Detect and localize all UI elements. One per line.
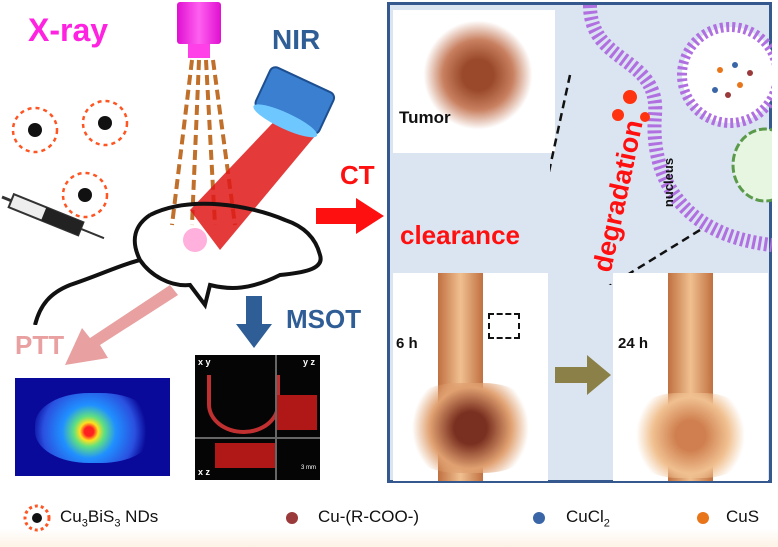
- msot-image: x y y z x z 3 mm: [195, 355, 320, 480]
- time-6h-label: 6 h: [396, 335, 418, 352]
- xray-source-icon: [177, 2, 221, 44]
- syringe-icon: [1, 192, 105, 240]
- nucleus-icon: [731, 127, 772, 203]
- msot-yz-label: y z: [303, 357, 316, 367]
- time-arrow-icon: [555, 355, 611, 395]
- msot-arrow-icon: [236, 296, 272, 348]
- legend-cucl2: CuCl2: [566, 507, 610, 530]
- ct-results-panel: Tumor nucleus degradation clearance 6 h …: [387, 2, 772, 483]
- tumor-label: Tumor: [399, 108, 451, 127]
- legend-dot-cus: [697, 512, 709, 524]
- ptt-arrow-icon: [65, 285, 178, 365]
- legend-cu-rcoo: Cu-(R-COO-): [318, 507, 420, 526]
- tumor-ct-image: Tumor: [393, 10, 555, 153]
- ct-6h-image: 6 h: [393, 273, 548, 481]
- nanoparticles-icon: [11, 99, 129, 219]
- msot-scale-label: 3 mm: [301, 465, 316, 471]
- msot-xz-label: x z: [198, 467, 211, 477]
- nir-laser-icon: [253, 66, 336, 138]
- ptt-thermal-image: [15, 378, 170, 476]
- nir-laser-beam: [190, 66, 336, 250]
- xray-source-nozzle: [188, 44, 210, 58]
- legend-dot-cu-rcoo: [286, 512, 298, 524]
- legend-cu3bis3: Cu3BiS3 NDs: [60, 507, 159, 530]
- nir-label: NIR: [272, 24, 321, 55]
- ct-24h-image: 24 h: [613, 273, 768, 481]
- msot-label: MSOT: [286, 304, 362, 334]
- legend: Cu3BiS3 NDs Cu-(R-COO-) CuCl2 CuS: [0, 487, 778, 547]
- xray-label: X-ray: [28, 12, 109, 48]
- legend-cus: CuS: [726, 507, 760, 526]
- time-24h-label: 24 h: [618, 335, 649, 352]
- nucleus-label: nucleus: [661, 157, 677, 208]
- ptt-label: PTT: [15, 330, 65, 360]
- mouse-and-syringe: [1, 192, 323, 325]
- clearance-label: clearance: [400, 220, 520, 250]
- tumor-spot: [183, 228, 207, 252]
- msot-xy-label: x y: [198, 357, 211, 367]
- nanodot-icon: [23, 504, 51, 532]
- legend-dot-cucl2: [533, 512, 545, 524]
- ct-label: CT: [340, 160, 375, 190]
- mouse-outline: [33, 201, 323, 325]
- ct-arrow-icon: [316, 198, 384, 234]
- cell-membrane-diagram: [550, 5, 772, 285]
